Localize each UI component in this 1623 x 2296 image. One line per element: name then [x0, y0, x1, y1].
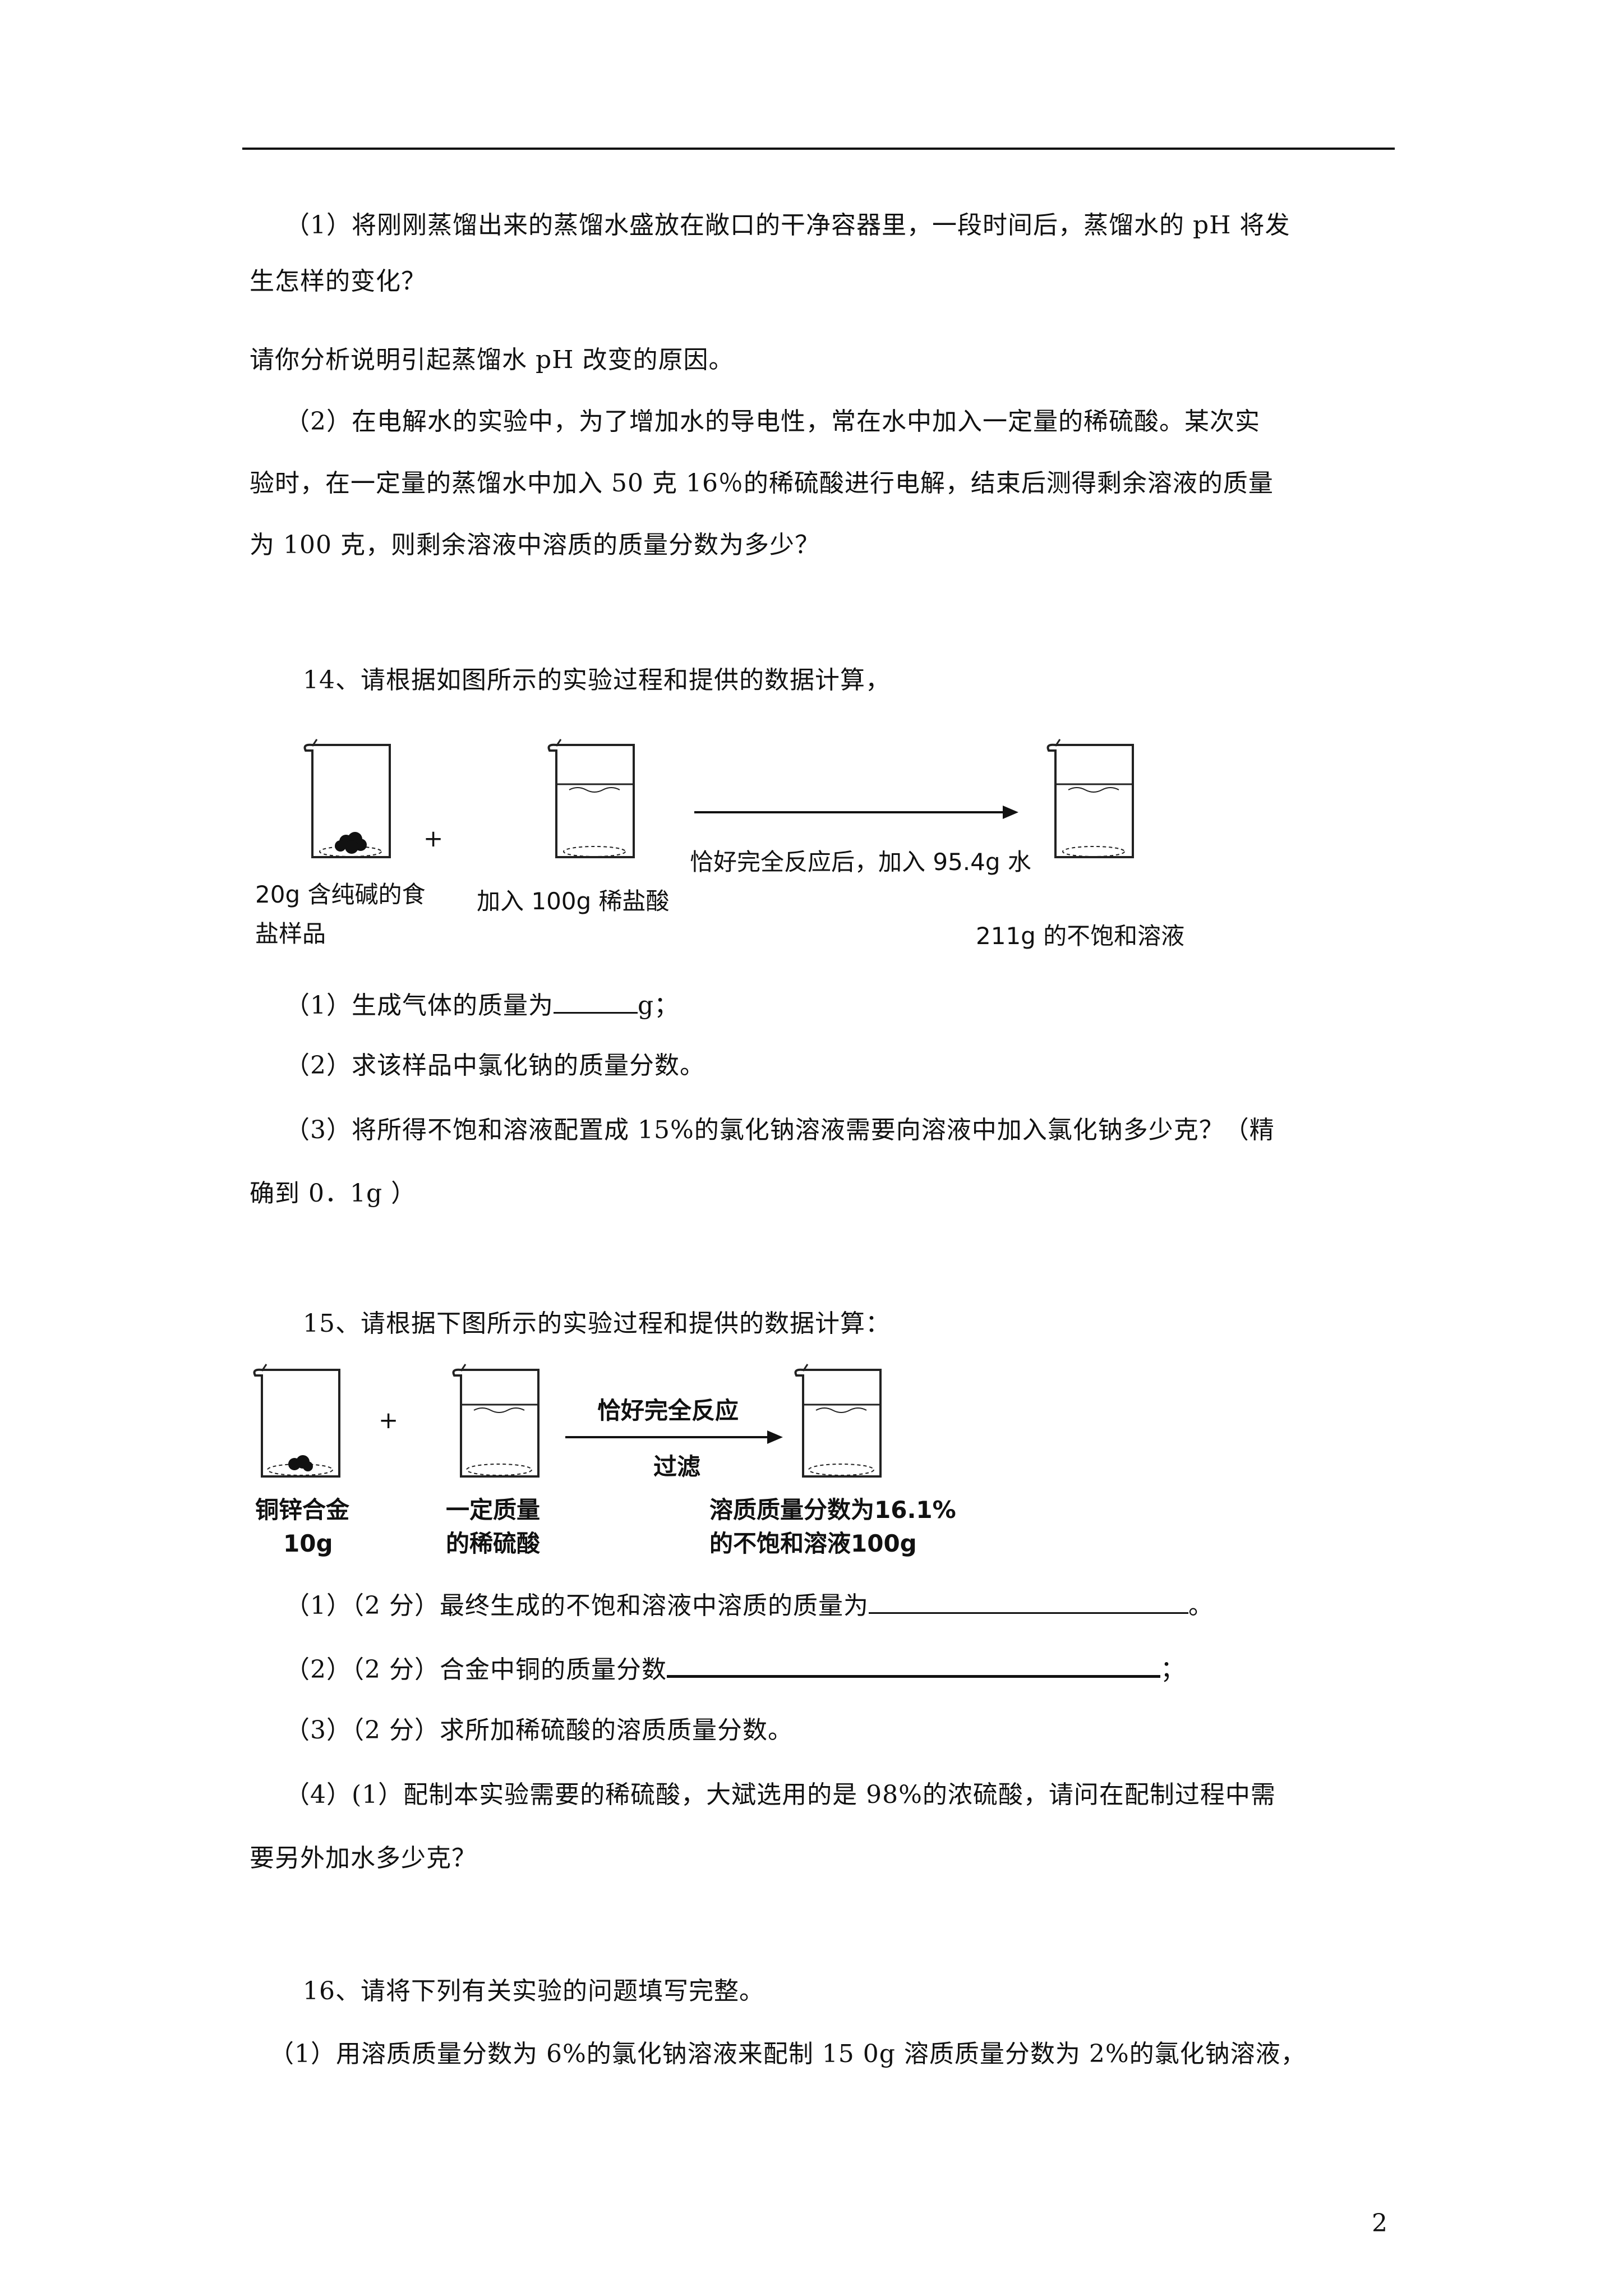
q15-sub1-answer-blank[interactable]	[868, 1588, 1188, 1614]
q15-arrow-label-bottom: 过滤	[653, 1453, 701, 1480]
q15-sub2: （2）（2 分）合金中铜的质量分数；	[285, 1650, 1186, 1687]
s13-p1-line2: 生怎样的变化？	[250, 267, 426, 296]
q15-beaker1-label-line2: 10g	[283, 1530, 333, 1557]
s13-p1-line3: 请你分析说明引起蒸馏水 pH 改变的原因。	[250, 346, 734, 374]
q15-sub3: （3）（2 分）求所加稀硫酸的溶质质量分数。	[285, 1716, 793, 1745]
q15-beaker-1	[253, 1364, 340, 1478]
q16-sub1: （1）用溶质质量分数为 6%的氯化钠溶液来配制 15 0g 溶质质量分数为 2%…	[269, 2040, 1306, 2068]
q15-sub1: （1）（2 分）最终生成的不饱和溶液中溶质的质量为。	[285, 1588, 1214, 1623]
q14-beaker-3	[1046, 739, 1134, 858]
q15-beaker1-label-line1: 铜锌合金	[255, 1496, 350, 1524]
q14-beaker-2	[547, 739, 635, 858]
q14-sub2: （2）求该样品中氯化钠的质量分数。	[285, 1051, 705, 1080]
q14-arrow	[694, 806, 1018, 819]
q15-beaker2-label-line2: 的稀硫酸	[446, 1530, 541, 1557]
q14-arrow-label: 恰好完全反应后，加入 95.4g 水	[690, 848, 1031, 876]
q16-title: 16、请将下列有关实验的问题填写完整。	[303, 1977, 764, 2005]
q14-beaker2-label: 加入 100g 稀盐酸	[477, 887, 670, 915]
q14-beaker1-label-line2: 盐样品	[255, 920, 326, 947]
q15-beaker-2	[452, 1364, 540, 1478]
q15-beaker3-label-line1: 溶质质量分数为16.1%	[709, 1496, 956, 1524]
s13-p2-line2: 验时，在一定量的蒸馏水中加入 50 克 16％的稀硫酸进行电解，结束后测得剩余溶…	[250, 469, 1274, 498]
q15-beaker3-label-line2: 的不饱和溶液100g	[709, 1530, 917, 1557]
q14-sub1-answer-blank[interactable]	[554, 987, 638, 1014]
q14-sub3-line1: （3）将所得不饱和溶液配置成 15%的氯化钠溶液需要向溶液中加入氯化钠多少克？（…	[285, 1116, 1275, 1144]
q14-beaker1-label-line1: 20g 含纯碱的食	[255, 881, 426, 908]
q15-arrow-label-top: 恰好完全反应	[597, 1397, 739, 1424]
s13-p1-line1: （1）将刚刚蒸馏出来的蒸馏水盛放在敞口的干净容器里，一段时间后，蒸馏水的 pH …	[285, 211, 1290, 240]
q15-sub4-line2: 要另外加水多少克？	[250, 1844, 477, 1872]
q15-sub4-line1: （4）(1）配制本实验需要的稀硫酸，大斌选用的是 98%的浓硫酸，请问在配制过程…	[285, 1780, 1276, 1809]
q15-title: 15、请根据下图所示的实验过程和提供的数据计算：	[303, 1309, 891, 1338]
q14-sub3-line2: 确到 0．1g ）	[250, 1179, 417, 1208]
solid-sample-icon	[335, 832, 367, 854]
q15-beaker-3	[794, 1364, 882, 1478]
q15-arrow	[565, 1430, 783, 1444]
q15-sub2-answer-blank[interactable]	[666, 1650, 1160, 1678]
q14-title: 14、请根据如图所示的实验过程和提供的数据计算，	[303, 666, 891, 694]
q15-plus: +	[379, 1406, 399, 1434]
page-number: 2	[1372, 2209, 1387, 2238]
alloy-sample-icon	[288, 1455, 313, 1471]
s13-p2-line3: 为 100 克，则剩余溶液中溶质的质量分数为多少？	[250, 531, 820, 559]
q15-beaker2-label-line1: 一定质量	[446, 1496, 541, 1524]
q14-plus: +	[423, 825, 444, 852]
header-rule	[242, 148, 1395, 150]
s13-p2-line1: （2）在电解水的实验中，为了增加水的导电性，常在水中加入一定量的稀硫酸。某次实	[285, 407, 1260, 436]
q14-beaker3-label: 211g 的不饱和溶液	[976, 922, 1185, 950]
q14-beaker-1	[303, 739, 391, 858]
